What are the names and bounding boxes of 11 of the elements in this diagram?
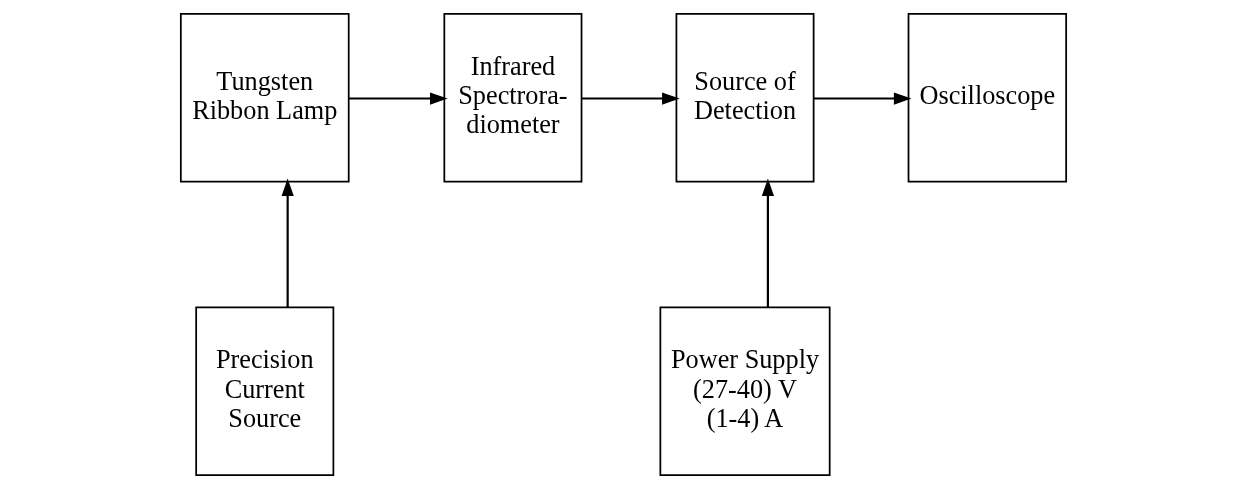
node-box: Power Supply (27-40) V (1-4) A [659,306,831,476]
arrow [281,178,294,308]
node-box: Source of Detection [675,13,814,183]
arrow [348,92,448,105]
node-box: Tungsten Ribbon Lamp [179,13,350,183]
arrow [813,92,911,105]
arrow [581,92,680,105]
arrow [761,178,774,308]
node-box: Precision Current Source [194,306,334,476]
node-box: Oscilloscope [907,13,1067,183]
node-box: Infrared Spectrora- diometer [442,13,582,183]
